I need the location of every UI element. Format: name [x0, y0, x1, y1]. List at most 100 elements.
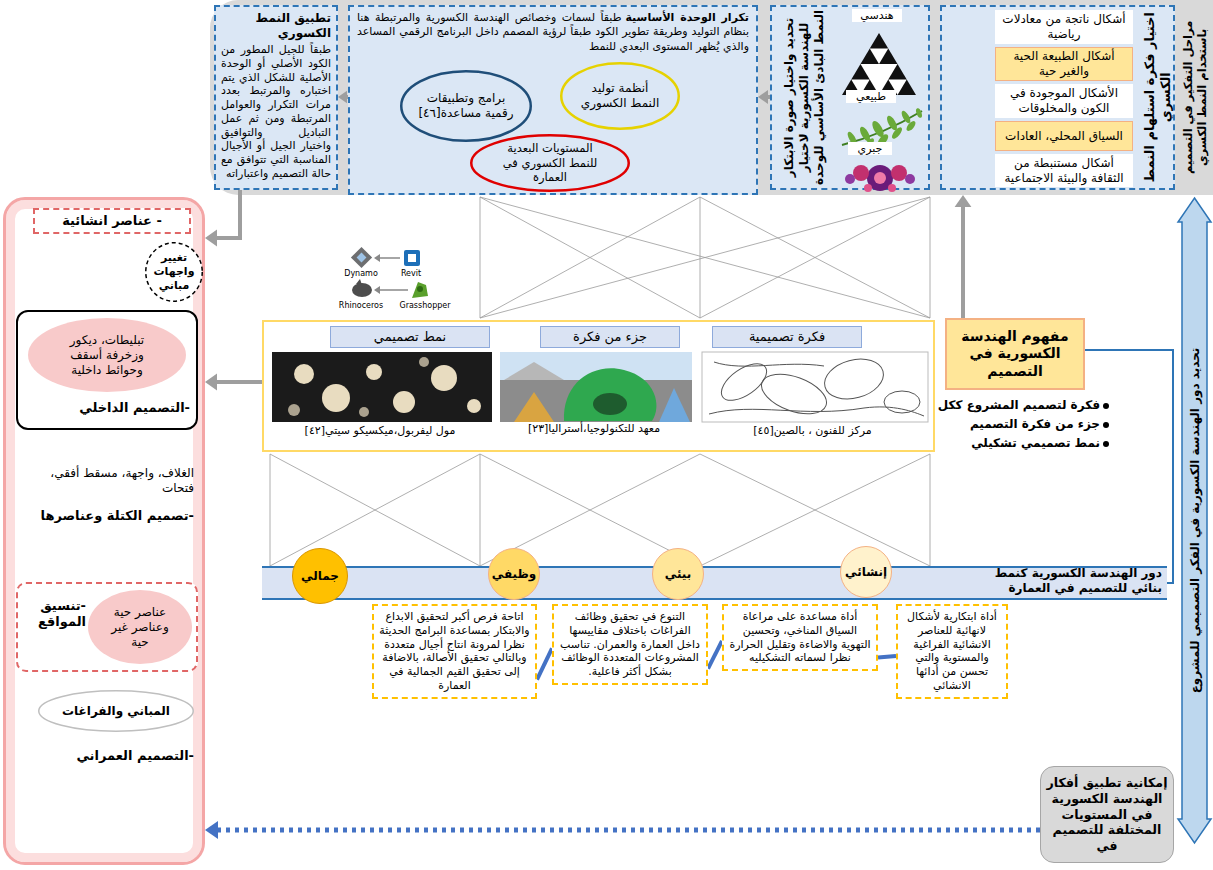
node-text: اتاحة فرص أكبر لتحقيق الابداع والابتكار …	[379, 610, 530, 693]
node-text: -تصميم الكتلة وعناصرها	[16, 508, 194, 524]
fan-lines	[270, 197, 930, 566]
ellipse-outline	[88, 590, 192, 664]
connector	[878, 656, 896, 658]
examples-box: مركز للفنون ، بالصين[٤٥]معهد للتكنولوجيا…	[262, 320, 935, 452]
label-text: Rhinoceros	[328, 301, 394, 311]
node-text: أنظمة توليد النمط الكسوري	[577, 81, 663, 111]
arrow-head	[338, 91, 347, 104]
source-item: الأشكال الموجودة في الكون والمخلوقات	[995, 84, 1133, 118]
label-text: هندسي	[852, 9, 902, 22]
node-text: طبقاً للجيل المطور من الكود الأصلي أو ال…	[221, 43, 331, 181]
connector	[338, 91, 348, 104]
arrow-head	[758, 90, 768, 104]
node-text: دور الهندسة الكسورية كنمط بنائي للتصميم …	[960, 566, 1162, 596]
node-text: مفهوم الهندسة الكسورية في التصميم	[951, 328, 1079, 381]
node-text: الغلاف، واجهة، مسقط أفقي، فتحات	[16, 466, 194, 496]
node-text: -تنسيق المواقع	[22, 598, 86, 631]
connector	[955, 195, 972, 318]
node-text: معهد للتكنولوجيا،أستراليا[٢٣]	[498, 422, 690, 436]
example-header: فكرة تصميمية	[712, 326, 862, 348]
node-text: السياق المحلي، العادات	[1005, 129, 1123, 144]
category-box: -تنسيق المواقع عناصر حية وعناصر غير حية	[16, 582, 198, 672]
role-circle: إنشائي	[840, 546, 892, 598]
source-item: أشكال ناتجة من معادلات رياضية	[995, 10, 1133, 44]
connector	[1085, 350, 1173, 583]
node-text: تحديد دور الهندسة الكسورية في الفكر التص…	[1187, 240, 1202, 800]
double-arrow-outline	[1178, 198, 1211, 843]
role-box: اتاحة فرص أكبر لتحقيق الابداع والابتكار …	[372, 604, 537, 699]
ellipse-outline	[293, 549, 348, 604]
application-panel: الغلاف، واجهة، مسقط أفقي، فتحات -تصميم ال…	[3, 197, 205, 865]
node-text: أشكال ناتجة من معادلات رياضية	[998, 12, 1130, 42]
node-text: الأشكال الموجودة في الكون والمخلوقات	[998, 86, 1130, 116]
stage-column: تكرار الوحدة الأساسيةطبقاً لسمات وخصائص …	[348, 5, 758, 195]
arrow-head	[955, 195, 972, 207]
example-ellipse: عناصر حية وعناصر غير حية	[88, 590, 192, 664]
role-box: التنوع في تحقيق وظائف الفراغات باختلاف م…	[552, 604, 708, 685]
concept-box: مفهوم الهندسة الكسورية في التصميم	[945, 318, 1085, 390]
ellipse-outline	[39, 691, 194, 732]
stage-column: تطبيق النمط الكسوريطبقاً للجيل المطور من…	[214, 5, 338, 190]
bullet-dots	[1103, 403, 1109, 447]
example-header: جزء من فكرة	[540, 326, 680, 348]
node-text: - عناصر انشائية	[62, 213, 162, 229]
example-header: نمط تصميمي	[330, 326, 490, 348]
ellipse-outline	[146, 243, 203, 302]
connector-line	[537, 648, 552, 679]
node-text: إمكانية تطبيق أفكار الهندسة الكسورية في …	[1045, 775, 1169, 854]
connector-line	[215, 380, 262, 384]
node-text: تكرار الوحدة الأساسية	[625, 11, 749, 24]
node-text: وظيفي	[492, 567, 536, 582]
ellipse-outline	[28, 318, 186, 392]
connector	[205, 374, 262, 391]
node-text: تغيير واجهات مباني	[150, 251, 198, 292]
label-text: فكرة لتصميم المشروع ككل	[930, 398, 1100, 412]
label-text: Revit	[388, 269, 434, 279]
node-text: إنشائي	[845, 565, 887, 580]
arrow-head	[205, 374, 217, 391]
connector-line	[1085, 350, 1173, 583]
node-text: مراحل التفكير في التصميم باستخدام النمط …	[1181, 2, 1210, 192]
connector	[708, 641, 722, 669]
node-text: أشكال الطبيعة الحية والغير حية	[999, 49, 1129, 79]
role-box: أداة ابتكارية لأشكال لانهائية للعناصر ال…	[896, 604, 1008, 699]
node-text: أداة ابتكارية لأشكال لانهائية للعناصر ال…	[903, 610, 1001, 693]
node-text: المستويات البعدية للنمط الكسوري في العما…	[492, 141, 608, 184]
label-text: جزء من فكرة التصميم	[930, 417, 1100, 431]
node-text: أشكال مستنبطة من الثقافة والبيئة الاجتما…	[998, 156, 1130, 186]
node-text: نمط تصميمي	[374, 329, 446, 345]
ellipse-outline	[561, 63, 679, 129]
source-item: أشكال مستنبطة من الثقافة والبيئة الاجتما…	[995, 154, 1133, 187]
example-ellipse: تبليطات، ديكور وزخرفة أسقف وحوائط داخلية	[28, 318, 186, 392]
double-arrow: تحديد دور الهندسة الكسورية في الفكر التص…	[1178, 198, 1211, 843]
stage-column: اختيار فكرة استلهام النمط الكسري أشكال نا…	[940, 5, 1175, 190]
node-text: جزء من فكرة	[573, 329, 647, 345]
label-text: طبيعي	[846, 90, 896, 103]
node-text: عناصر حية وعناصر غير حية	[103, 605, 177, 650]
arrow-head	[205, 230, 217, 247]
node-text: المباني والفراغات	[62, 704, 170, 719]
node-text: تطبيق النمط الكسوري	[221, 11, 331, 41]
connector	[205, 190, 240, 246]
node-text: فكرة تصميمية	[749, 329, 825, 345]
ellipse-outline	[401, 71, 531, 141]
connector-line	[215, 190, 240, 238]
generator-ellipse: أنظمة توليد النمط الكسوري	[560, 62, 680, 130]
node-text: بيئي	[665, 567, 691, 582]
node-text: تبليطات، ديكور وزخرفة أسقف وحوائط داخلية	[50, 333, 164, 378]
connector-line	[961, 205, 965, 318]
connector-line	[708, 641, 722, 669]
stage-band: مراحل التفكير في التصميم باستخدام النمط …	[210, 0, 1213, 195]
node-text: اختيار فكرة استلهام النمط الكسري	[1142, 8, 1175, 186]
node-text: التنوع في تحقيق وظائف الفراغات باختلاف م…	[559, 610, 701, 679]
node-text: أداة مساعدة على مراعاة السياق المناخي، و…	[729, 610, 871, 665]
node-text: تحديد واختيار صورة الابتكار للهندسة الكس…	[782, 7, 827, 187]
node-text: برامج وتطبيقات رقمية مساعدة[٤٦]	[418, 91, 514, 121]
example-ellipse: المباني والفراغات	[38, 690, 194, 732]
outcome-box: إمكانية تطبيق أفكار الهندسة الكسورية في …	[1040, 766, 1174, 863]
connector-line	[215, 828, 1040, 833]
ellipse-outline	[489, 549, 540, 600]
band-ground	[210, 0, 1213, 195]
category-box: -التصميم الداخليتبليطات، ديكور وزخرفة أس…	[16, 310, 198, 430]
